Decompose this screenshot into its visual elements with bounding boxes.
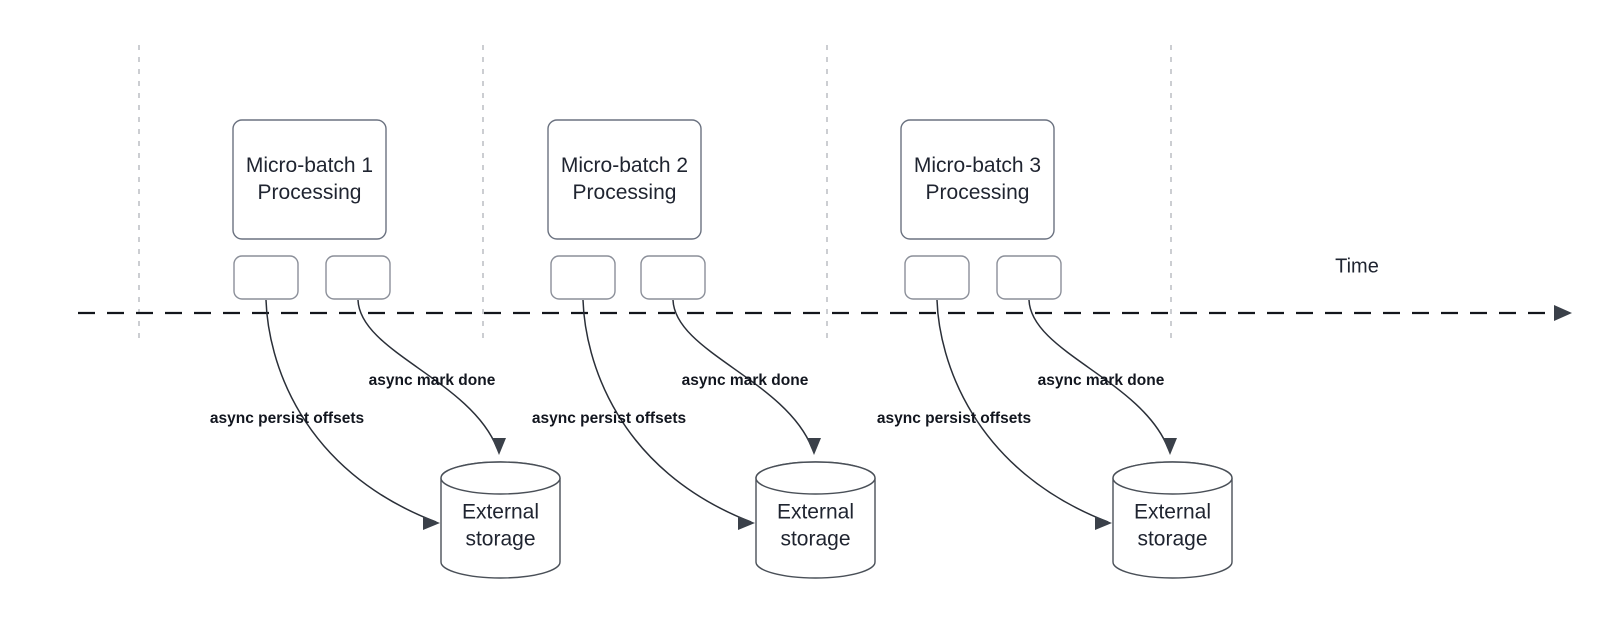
- micro-batch-1-external-storage-cylinder-top: [440, 461, 561, 495]
- mini-box-3b[interactable]: [996, 255, 1062, 300]
- async-mark-done-1-path: [357, 299, 498, 449]
- mini-box-1a[interactable]: [233, 255, 299, 300]
- async-persist-offsets-3-label: async persist offsets: [877, 410, 1031, 427]
- async-mark-done-2-label: async mark done: [682, 372, 809, 389]
- micro-batch-1-storage-label-line1: External: [462, 501, 539, 524]
- mini-box-1b[interactable]: [325, 255, 391, 300]
- micro-batch-3-external-storage-cylinder-top: [1112, 461, 1233, 495]
- async-mark-done-3-path: [1028, 299, 1169, 449]
- async-persist-offsets-2-path: [582, 299, 752, 523]
- timeline-arrow-icon: [1554, 305, 1572, 321]
- micro-batch-3-title-line1: Micro-batch 3: [914, 154, 1041, 177]
- node-group: [232, 119, 1233, 579]
- micro-batch-1-box[interactable]: [232, 119, 387, 240]
- mini-box-2a[interactable]: [550, 255, 616, 300]
- micro-batch-1-title-line1: Micro-batch 1: [246, 154, 373, 177]
- async-persist-offsets-3-path: [936, 299, 1109, 523]
- async-mark-done-1-arrow-icon: [492, 438, 506, 455]
- micro-batch-2-title-line1: Micro-batch 2: [561, 154, 688, 177]
- async-mark-done-3-arrow-icon: [1163, 438, 1177, 455]
- async-mark-done-1-label: async mark done: [369, 372, 496, 389]
- micro-batch-1-storage-label-line2: storage: [465, 528, 535, 551]
- async-mark-done-2-arrow-icon: [807, 438, 821, 455]
- time-axis-label: Time: [1335, 255, 1379, 277]
- async-persist-offsets-2-label: async persist offsets: [532, 410, 686, 427]
- micro-batch-3-storage-label-line2: storage: [1137, 528, 1207, 551]
- async-mark-done-2-path: [672, 299, 813, 449]
- timeline-tick-group: [138, 45, 1172, 340]
- micro-batch-3-box[interactable]: [900, 119, 1055, 240]
- flow-edge-group: [265, 299, 1177, 530]
- async-persist-offsets-1-path: [265, 299, 437, 523]
- micro-batch-1-title-line2: Processing: [258, 181, 362, 204]
- micro-batch-2-box[interactable]: [547, 119, 702, 240]
- async-persist-offsets-3-arrow-icon: [1095, 516, 1112, 530]
- micro-batch-3-storage-label-line1: External: [1134, 501, 1211, 524]
- async-persist-offsets-2-arrow-icon: [738, 516, 755, 530]
- micro-batch-2-storage-label-line2: storage: [780, 528, 850, 551]
- mini-box-3a[interactable]: [904, 255, 970, 300]
- timeline-axis: [78, 305, 1572, 321]
- micro-batch-2-storage-label-line1: External: [777, 501, 854, 524]
- micro-batch-2-title-line2: Processing: [573, 181, 677, 204]
- micro-batch-2-external-storage-cylinder-top: [755, 461, 876, 495]
- async-mark-done-3-label: async mark done: [1038, 372, 1165, 389]
- mini-box-2b[interactable]: [640, 255, 706, 300]
- async-persist-offsets-1-label: async persist offsets: [210, 410, 364, 427]
- micro-batch-3-title-line2: Processing: [926, 181, 1030, 204]
- async-persist-offsets-1-arrow-icon: [423, 516, 440, 530]
